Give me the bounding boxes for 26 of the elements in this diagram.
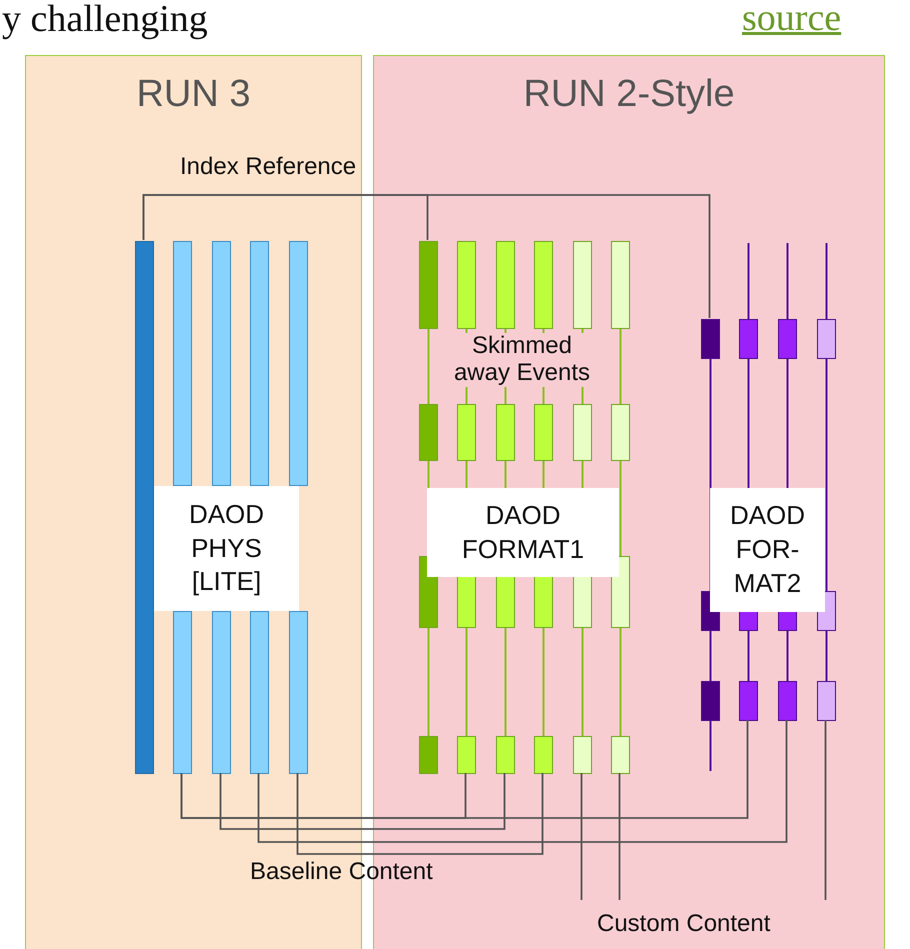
data-bar [212,241,231,486]
connector-line [142,194,710,318]
connector-line [296,773,544,855]
data-bar [250,611,269,774]
source-link: source [742,0,842,41]
format-label-box: DAOD PHYS [LITE] [154,486,299,611]
heading-fragment: y challenging [2,0,208,42]
connector-line [580,773,582,900]
data-bar [212,611,231,774]
line-label: Index Reference [180,153,356,182]
data-bar [289,241,308,486]
connector-line [180,720,748,819]
connector-line [824,720,826,900]
data-bar [250,241,269,486]
panel-title: RUN 3 [135,74,252,116]
line-label: Custom Content [597,910,770,939]
format-label-box: DAOD FOR- MAT2 [710,488,825,612]
data-bar [173,241,192,486]
connector-line [618,773,620,900]
data-bar [289,611,308,774]
panel-title: RUN 2-Style [522,74,736,116]
data-bar [135,241,154,774]
data-bar [173,611,192,774]
connector-line [220,773,506,830]
connector-line [258,720,788,843]
format-label-box: DAOD FORMAT1 [427,488,619,577]
